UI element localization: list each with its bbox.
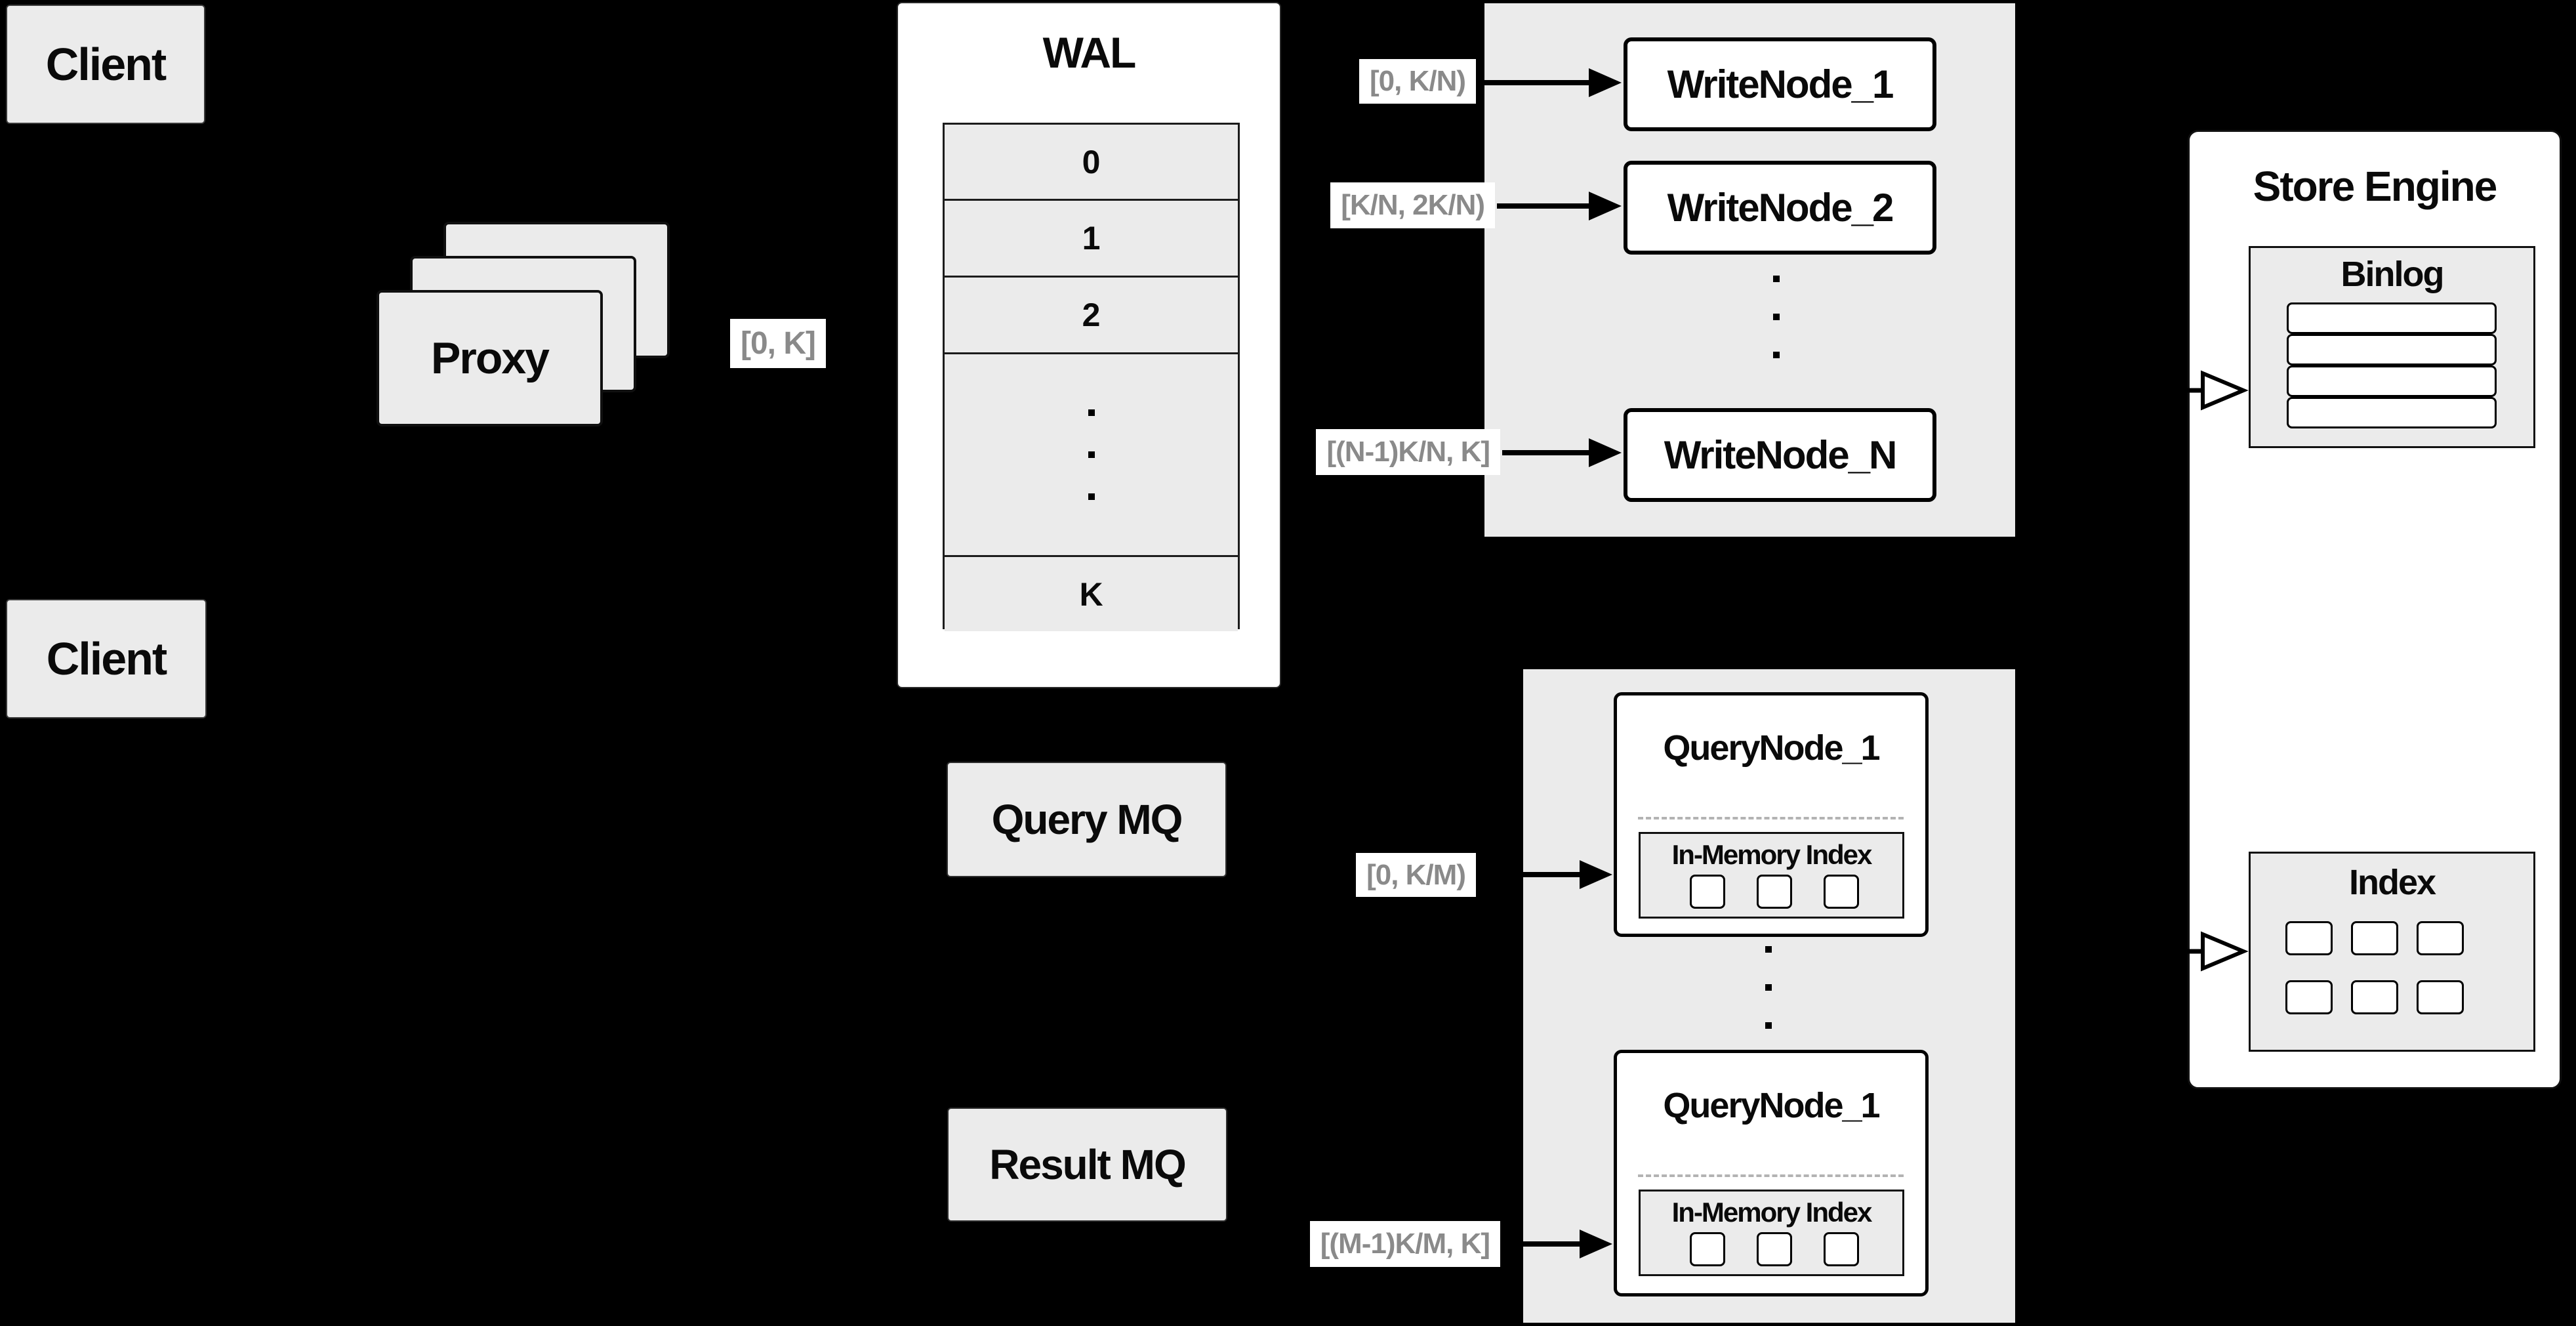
query-mq-node: Query MQ bbox=[947, 762, 1227, 877]
binlog-title: Binlog bbox=[2341, 255, 2445, 294]
write-node-1-label: WriteNode_1 bbox=[1667, 62, 1894, 106]
ellipsis-dot bbox=[1765, 1022, 1772, 1029]
range-label-write-n: [(N-1)K/N, K] bbox=[1316, 429, 1500, 475]
query-node-bottom-title: QueryNode_1 bbox=[1663, 1086, 1880, 1125]
index-segment bbox=[2417, 980, 2464, 1014]
binlog-row bbox=[2287, 302, 2497, 334]
query-cluster-ellipsis bbox=[1765, 946, 1772, 1029]
client-top-node: Client bbox=[6, 5, 205, 124]
range-label-query-1: [0, K/M) bbox=[1356, 853, 1476, 897]
in-memory-index-title-top: In-Memory Index bbox=[1671, 839, 1873, 870]
client-top-label: Client bbox=[45, 39, 167, 90]
index-segment bbox=[2351, 980, 2398, 1014]
write-node-2: WriteNode_2 bbox=[1624, 161, 1936, 255]
memory-segment bbox=[1757, 1232, 1792, 1266]
in-memory-index-title-bottom: In-Memory Index bbox=[1671, 1197, 1873, 1228]
index-title-wrap: Index bbox=[2251, 861, 2533, 903]
wal-panel: WAL 0 1 2 K bbox=[897, 2, 1281, 688]
proxy-label: Proxy bbox=[431, 333, 550, 383]
range-label-query-m: [(M-1)K/M, K] bbox=[1309, 1221, 1500, 1267]
index-segment bbox=[2351, 921, 2398, 955]
store-engine-panel: Store Engine Binlog Index bbox=[2188, 130, 2562, 1089]
binlog-box: Binlog bbox=[2249, 246, 2535, 448]
in-memory-index-title-wrap: In-Memory Index bbox=[1641, 839, 1902, 871]
store-engine-title-wrap: Store Engine bbox=[2190, 157, 2560, 216]
ellipsis-dot bbox=[1773, 276, 1780, 282]
range-label-proxy-out: [0, K] bbox=[730, 319, 826, 368]
wal-row-2: 2 bbox=[945, 276, 1238, 352]
wal-row-k: K bbox=[945, 555, 1238, 631]
ellipsis-dot bbox=[1088, 409, 1095, 416]
query-node-bottom-title-wrap: QueryNode_1 bbox=[1617, 1079, 1925, 1132]
proxy-stack: Proxy bbox=[377, 222, 670, 426]
in-memory-index-box-bottom: In-Memory Index bbox=[1639, 1190, 1904, 1276]
index-segment bbox=[2417, 921, 2464, 955]
query-node-top-title: QueryNode_1 bbox=[1663, 728, 1880, 768]
write-node-n: WriteNode_N bbox=[1624, 408, 1936, 502]
binlog-row bbox=[2287, 334, 2497, 365]
ellipsis-dot bbox=[1088, 451, 1095, 458]
proxy-card-front: Proxy bbox=[377, 290, 603, 426]
memory-segment bbox=[1824, 875, 1859, 909]
in-memory-index-title-wrap: In-Memory Index bbox=[1641, 1197, 1902, 1228]
ellipsis-dot bbox=[1765, 984, 1772, 991]
range-label-write-1: [0, K/N) bbox=[1359, 59, 1476, 104]
query-node-top: QueryNode_1 In-Memory Index bbox=[1614, 692, 1929, 937]
memory-segment bbox=[1690, 875, 1725, 909]
binlog-row bbox=[2287, 397, 2497, 428]
binlog-row bbox=[2287, 365, 2497, 397]
ellipsis-dot bbox=[1773, 352, 1780, 358]
memory-segment bbox=[1824, 1232, 1859, 1266]
wal-title: WAL bbox=[1042, 28, 1137, 77]
wal-title-wrap: WAL bbox=[898, 23, 1280, 82]
query-node-top-divider bbox=[1638, 817, 1904, 819]
ellipsis-dot bbox=[1088, 493, 1095, 500]
wal-log-table: 0 1 2 K bbox=[943, 123, 1240, 631]
binlog-title-wrap: Binlog bbox=[2251, 253, 2533, 295]
query-node-bottom: QueryNode_1 In-Memory Index bbox=[1614, 1050, 1929, 1296]
ellipsis-dot bbox=[1773, 314, 1780, 320]
wal-ellipsis bbox=[945, 352, 1238, 555]
wal-row-0: 0 bbox=[945, 125, 1238, 199]
result-mq-label: Result MQ bbox=[989, 1141, 1186, 1188]
result-mq-node: Result MQ bbox=[947, 1108, 1227, 1222]
index-title: Index bbox=[2348, 863, 2436, 902]
range-label-write-2: [K/N, 2K/N) bbox=[1330, 182, 1495, 228]
query-node-top-title-wrap: QueryNode_1 bbox=[1617, 722, 1925, 774]
index-segment bbox=[2285, 980, 2333, 1014]
store-engine-title: Store Engine bbox=[2253, 163, 2498, 210]
client-bottom-label: Client bbox=[46, 633, 167, 684]
write-node-n-label: WriteNode_N bbox=[1664, 433, 1898, 477]
write-node-2-label: WriteNode_2 bbox=[1667, 186, 1894, 230]
query-mq-label: Query MQ bbox=[991, 796, 1183, 843]
memory-segment bbox=[1690, 1232, 1725, 1266]
query-node-bottom-divider bbox=[1638, 1174, 1904, 1177]
write-cluster-ellipsis bbox=[1773, 276, 1780, 358]
memory-segment bbox=[1757, 875, 1792, 909]
wal-row-1: 1 bbox=[945, 199, 1238, 276]
index-segment bbox=[2285, 921, 2333, 955]
in-memory-index-box-top: In-Memory Index bbox=[1639, 832, 1904, 919]
client-bottom-node: Client bbox=[6, 599, 207, 718]
ellipsis-dot bbox=[1765, 946, 1772, 953]
index-box: Index bbox=[2249, 852, 2535, 1052]
write-node-1: WriteNode_1 bbox=[1624, 37, 1936, 131]
